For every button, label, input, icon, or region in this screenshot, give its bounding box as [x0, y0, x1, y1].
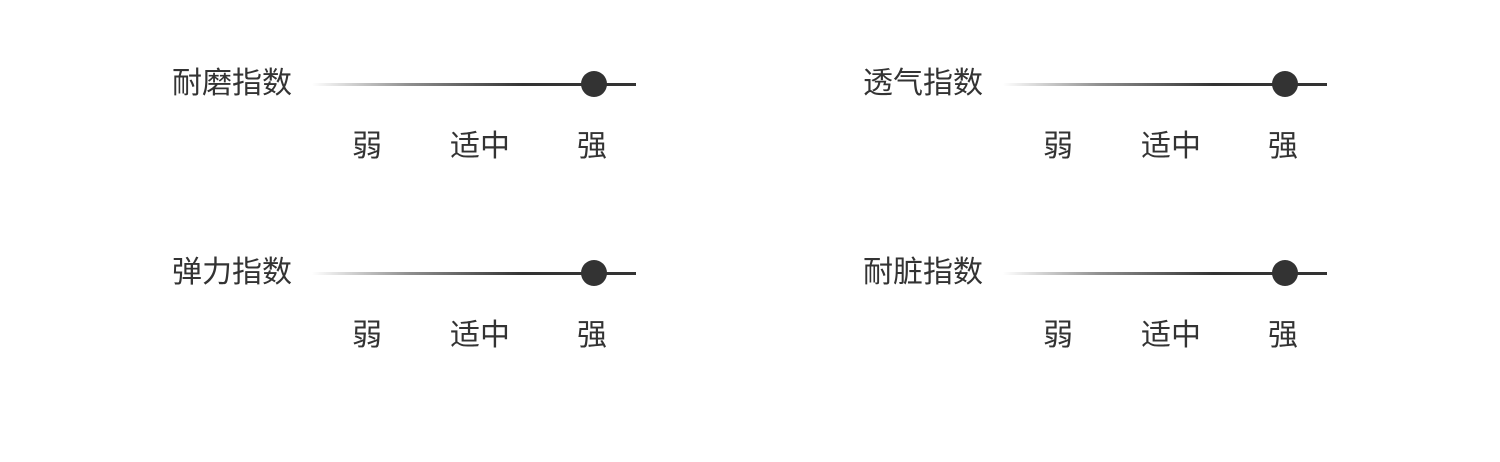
scale-label-medium: 适中 [450, 129, 510, 164]
scale-label-strong: 强 [577, 129, 607, 164]
metric-label: 耐脏指数 [863, 255, 983, 290]
scale-label-weak: 弱 [352, 129, 382, 164]
scale-label-weak: 弱 [1043, 129, 1073, 164]
metric-stain-resistance: 耐脏指数 弱 适中 强 [863, 253, 1343, 363]
slider-knob[interactable] [581, 71, 607, 97]
metric-label: 耐磨指数 [172, 66, 292, 101]
scale-label-medium: 适中 [1141, 129, 1201, 164]
scale-label-medium: 适中 [1141, 318, 1201, 353]
scale-label-weak: 弱 [352, 318, 382, 353]
metric-breathability: 透气指数 弱 适中 强 [863, 64, 1343, 174]
slider-knob[interactable] [1272, 260, 1298, 286]
scale-label-weak: 弱 [1043, 318, 1073, 353]
slider-track [312, 272, 636, 275]
scale-label-strong: 强 [577, 318, 607, 353]
slider-track [1003, 83, 1327, 86]
metric-label: 透气指数 [863, 66, 983, 101]
scale-label-strong: 强 [1268, 318, 1298, 353]
scale-label-strong: 强 [1268, 129, 1298, 164]
slider-knob[interactable] [1272, 71, 1298, 97]
metric-label: 弹力指数 [172, 255, 292, 290]
metric-wear-resistance: 耐磨指数 弱 适中 强 [172, 64, 652, 174]
slider-track [312, 83, 636, 86]
metric-elasticity: 弹力指数 弱 适中 强 [172, 253, 652, 363]
scale-label-medium: 适中 [450, 318, 510, 353]
slider-knob[interactable] [581, 260, 607, 286]
slider-track [1003, 272, 1327, 275]
